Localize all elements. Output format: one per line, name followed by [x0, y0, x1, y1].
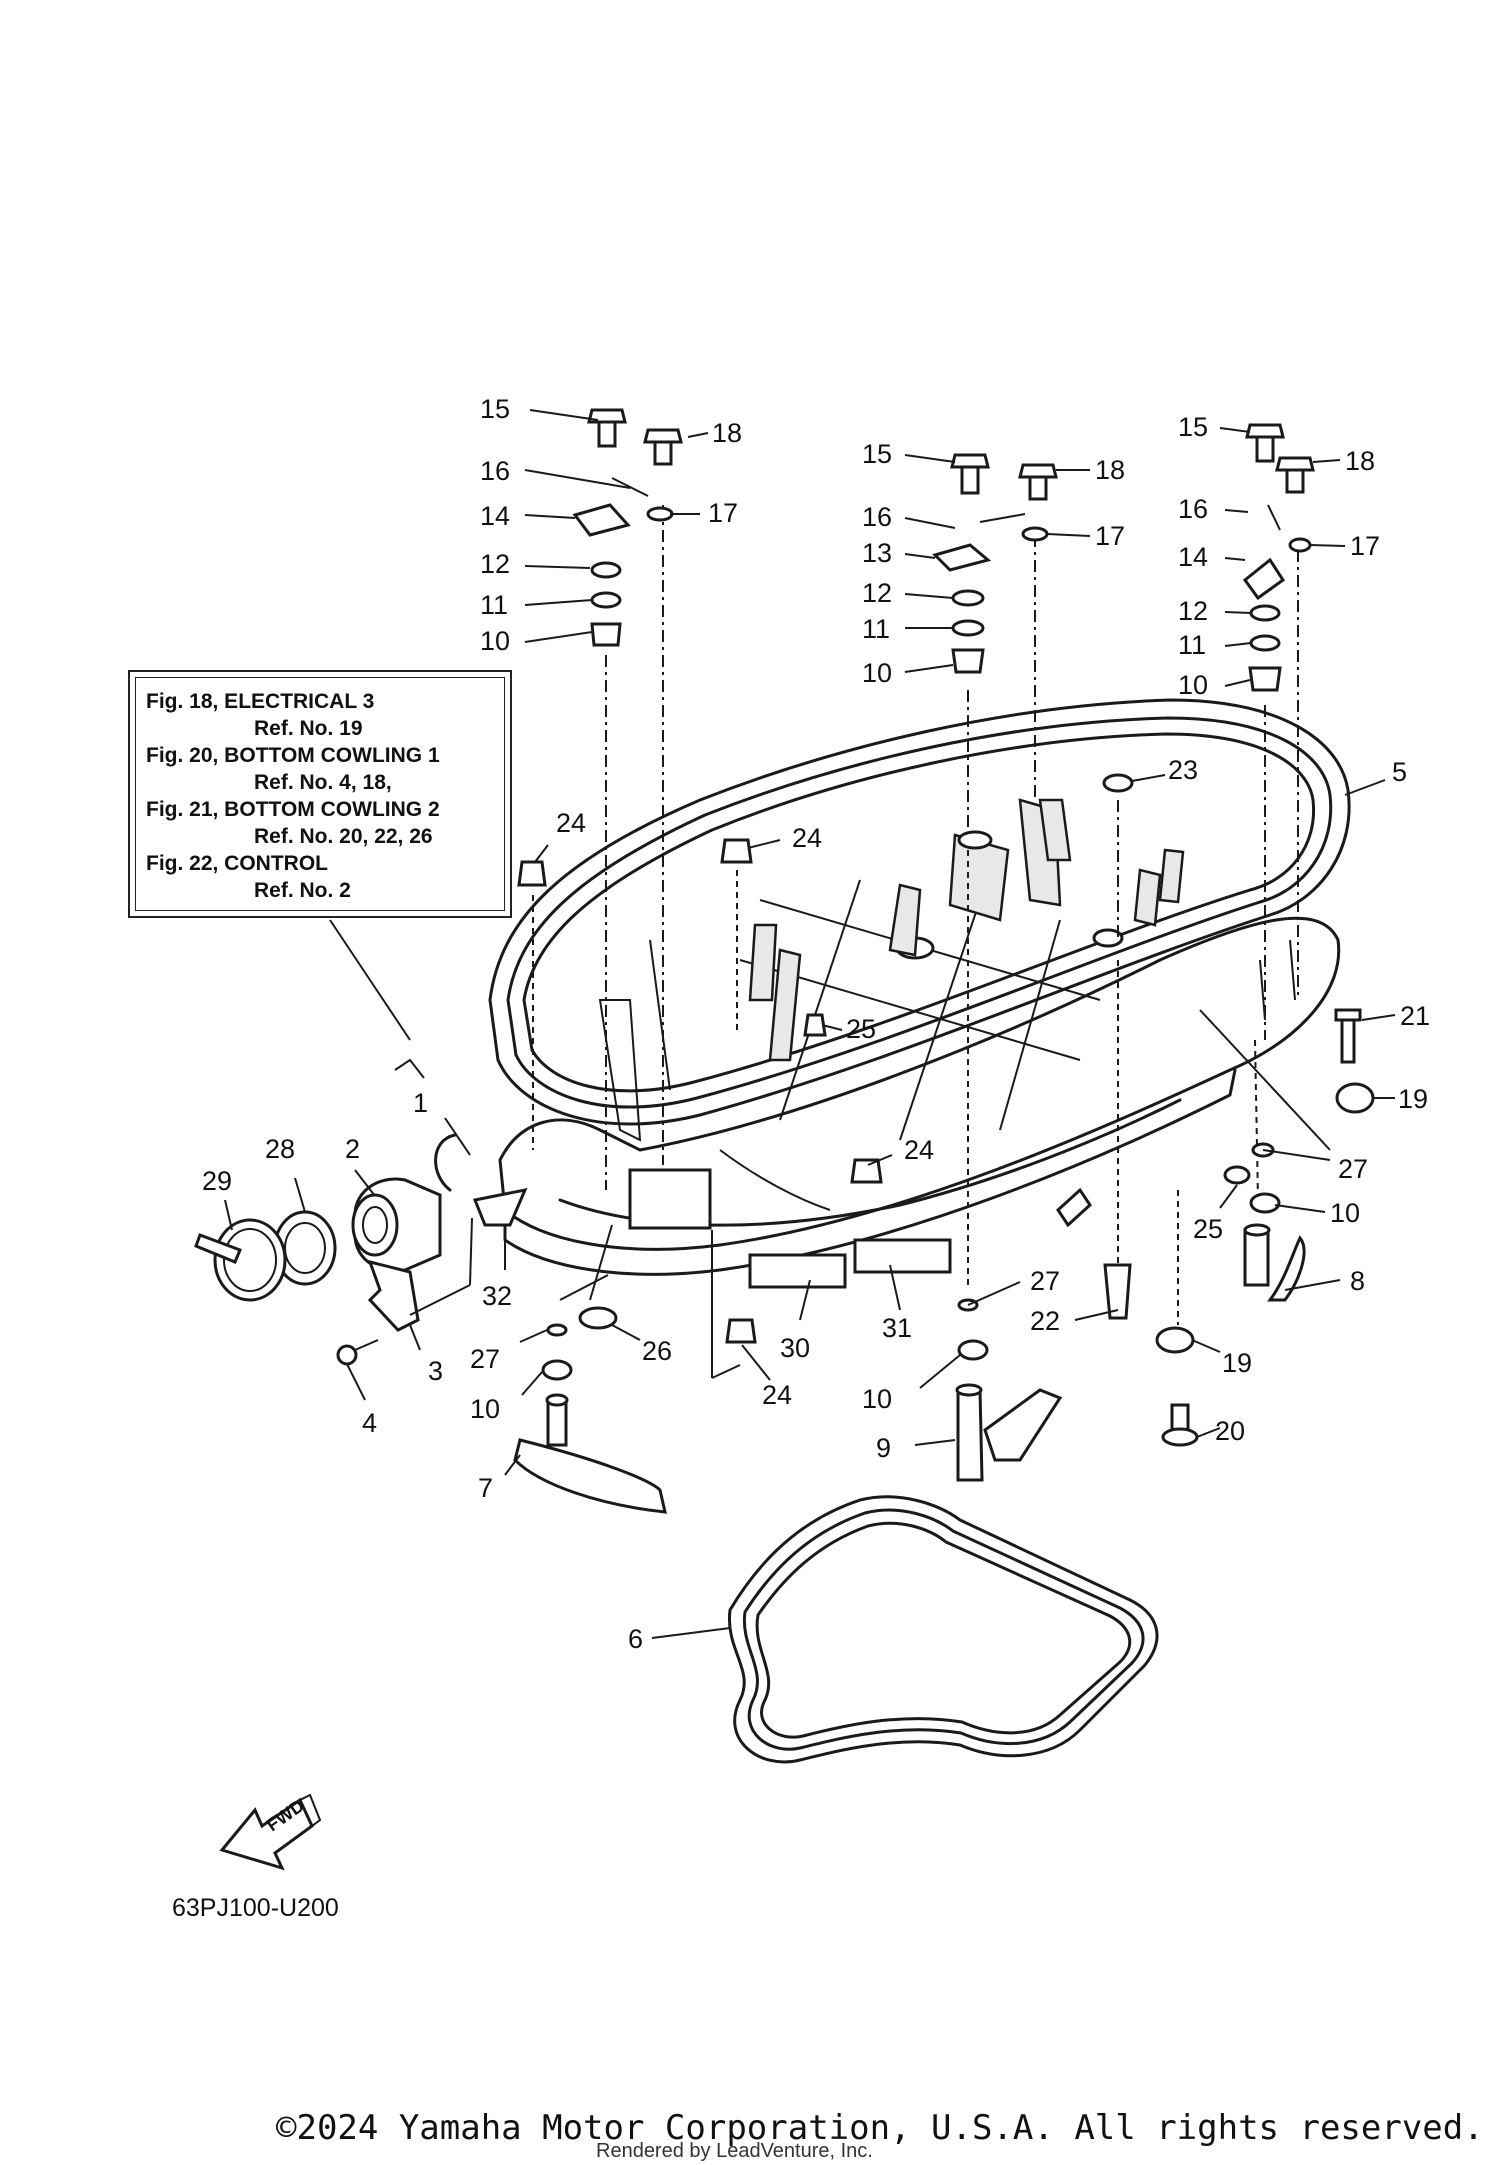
diagram-code: 63PJ100-U200 [172, 1894, 339, 1922]
ref-line: Ref. No. 19 [254, 717, 363, 740]
part-label[interactable]: 24 [762, 1380, 792, 1410]
part-label[interactable]: 10 [470, 1394, 500, 1424]
copyright-notice: ©2024 Yamaha Motor Corporation, U.S.A. A… [276, 2108, 1484, 2148]
part-label[interactable]: 13 [862, 538, 892, 568]
part-label[interactable]: 17 [1350, 531, 1380, 561]
part-label[interactable]: 14 [1178, 542, 1208, 572]
part-label[interactable]: 2 [345, 1134, 360, 1164]
part-label[interactable]: 17 [708, 498, 738, 528]
center-fastener-stack [932, 453, 1058, 674]
part-label[interactable]: 26 [642, 1336, 672, 1366]
part-label[interactable]: 27 [1030, 1266, 1060, 1296]
ref-line: Fig. 20, BOTTOM COWLING 1 [146, 744, 440, 767]
upper-cowling-seal [488, 698, 1351, 1126]
part-label[interactable]: 21 [1400, 1001, 1430, 1031]
part-label[interactable]: 18 [1095, 455, 1125, 485]
part-label[interactable]: 25 [1193, 1214, 1223, 1244]
part-label[interactable]: 4 [362, 1408, 377, 1438]
ref-line: Fig. 18, ELECTRICAL 3 [146, 690, 375, 713]
ref-line: Ref. No. 20, 22, 26 [254, 825, 433, 848]
part-label[interactable]: 11 [480, 590, 508, 620]
left-fastener-stack [572, 408, 683, 647]
lower-seal [727, 1495, 1159, 1764]
part-label[interactable]: 14 [480, 501, 510, 531]
part-label[interactable]: 11 [1178, 630, 1206, 660]
part-label[interactable]: 18 [1345, 446, 1375, 476]
part-label[interactable]: 12 [480, 549, 510, 579]
part-label[interactable]: 12 [1178, 596, 1208, 626]
part-label[interactable]: 12 [862, 578, 892, 608]
part-label[interactable]: 31 [882, 1313, 912, 1343]
ref-line: Fig. 21, BOTTOM COWLING 2 [146, 798, 440, 821]
part-label[interactable]: 24 [792, 823, 822, 853]
part-label[interactable]: 10 [862, 1384, 892, 1414]
part-label[interactable]: 27 [470, 1344, 500, 1374]
part-label[interactable]: 10 [1178, 670, 1208, 700]
part-label[interactable]: 15 [480, 394, 510, 424]
part-label[interactable]: 24 [904, 1135, 934, 1165]
part-label[interactable]: 18 [712, 418, 742, 448]
ref-line: Ref. No. 2 [254, 879, 351, 902]
ref-line: Ref. No. 4, 18, [254, 771, 392, 794]
reference-box-inner: Fig. 18, ELECTRICAL 3 Ref. No. 19 Fig. 2… [135, 677, 505, 911]
part-label[interactable]: 10 [862, 658, 892, 688]
part-label[interactable]: 3 [428, 1356, 443, 1386]
part-label[interactable]: 6 [628, 1624, 643, 1654]
leader-lines [224, 409, 1396, 1639]
part-label[interactable]: 20 [1215, 1416, 1245, 1446]
part-label[interactable]: 29 [202, 1166, 232, 1196]
part-label[interactable]: 28 [265, 1134, 295, 1164]
grommets [517, 773, 1375, 1447]
assembly-lines [532, 505, 1299, 1325]
cable-holder-assembly [194, 1133, 528, 1366]
part-label[interactable]: 16 [480, 456, 510, 486]
part-label[interactable]: 25 [846, 1014, 876, 1044]
part-label[interactable]: 19 [1222, 1348, 1252, 1378]
part-label[interactable]: 24 [556, 808, 586, 838]
part-label[interactable]: 5 [1392, 757, 1407, 787]
part-label[interactable]: 32 [482, 1281, 512, 1311]
right-fastener-stack [1242, 423, 1315, 692]
part-label[interactable]: 23 [1168, 755, 1198, 785]
part-label[interactable]: 10 [1330, 1198, 1360, 1228]
part-label[interactable]: 17 [1095, 521, 1125, 551]
part-label[interactable]: 8 [1350, 1266, 1365, 1296]
bottom-cowling [498, 798, 1341, 1289]
part-label[interactable]: 10 [480, 626, 510, 656]
part-label[interactable]: 16 [862, 502, 892, 532]
part-label[interactable]: 9 [876, 1433, 891, 1463]
lever-9 [955, 1383, 1063, 1482]
lever-7 [513, 1393, 667, 1514]
lever-8 [1243, 1223, 1306, 1302]
part-label[interactable]: 1 [413, 1088, 428, 1118]
part-label[interactable]: 15 [1178, 412, 1208, 442]
reference-box: Fig. 18, ELECTRICAL 3 Ref. No. 19 Fig. 2… [128, 670, 512, 918]
part-label[interactable]: 16 [1178, 494, 1208, 524]
fwd-arrow-icon: FWD [219, 1793, 322, 1871]
part-label[interactable]: 22 [1030, 1306, 1060, 1336]
part-label[interactable]: 27 [1338, 1154, 1368, 1184]
part-label[interactable]: 19 [1398, 1084, 1428, 1114]
part-label[interactable]: 15 [862, 439, 892, 469]
ref-line: Fig. 22, CONTROL [146, 852, 329, 875]
part-label[interactable]: 7 [478, 1473, 493, 1503]
part-labels: 15 18 16 17 14 12 11 10 15 18 16 17 13 1… [202, 394, 1430, 1654]
part-label[interactable]: 30 [780, 1333, 810, 1363]
part-label[interactable]: 11 [862, 614, 890, 644]
rendered-by-credit: Rendered by LeadVenture, Inc. [596, 2140, 873, 2162]
